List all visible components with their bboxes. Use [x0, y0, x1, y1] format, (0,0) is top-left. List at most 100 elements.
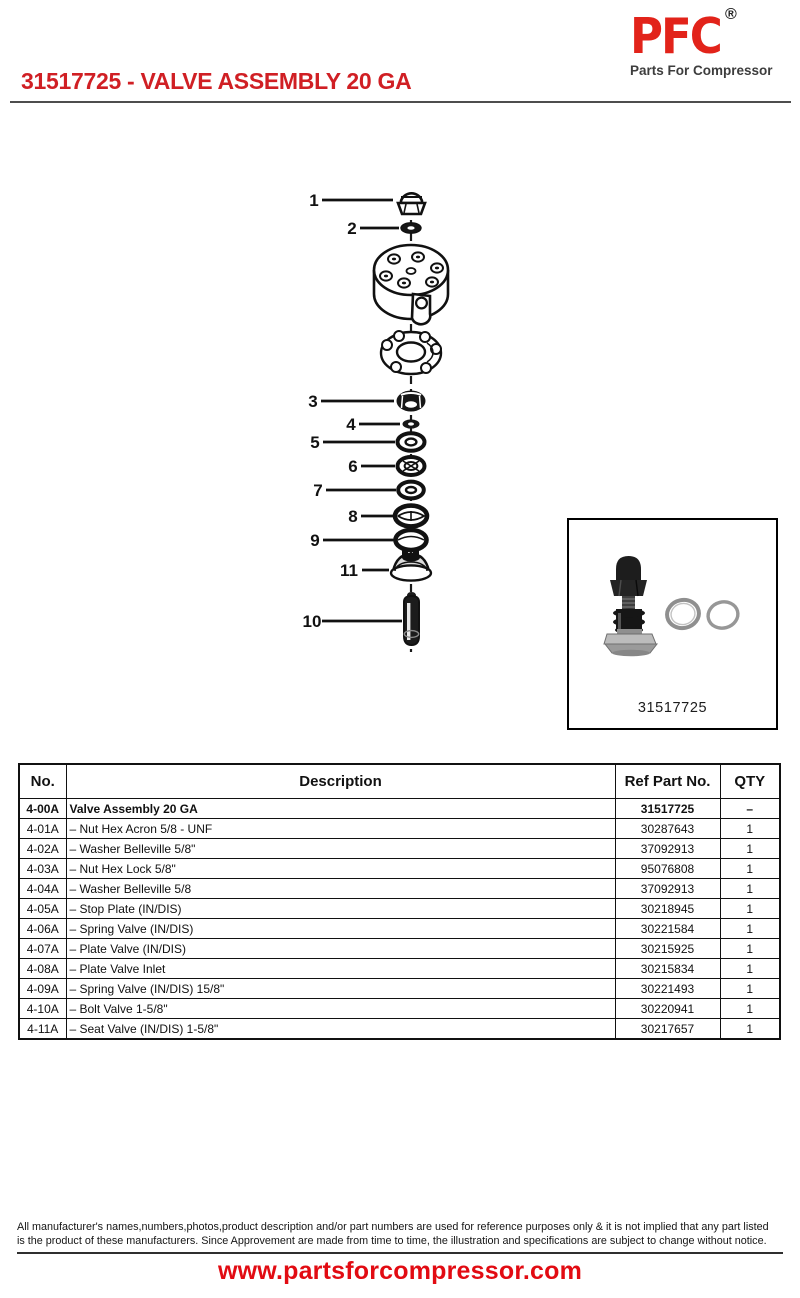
- pfc-logo-text: PFC: [630, 7, 723, 65]
- cell-description: Valve Assembly 20 GA: [65, 798, 616, 819]
- cell-no: 4-08A: [18, 958, 67, 979]
- cell-qty: 1: [719, 998, 781, 1019]
- cell-ref-part-no: 31517725: [614, 798, 721, 819]
- head-bolts: [379, 251, 444, 289]
- callout-9: 9: [310, 531, 319, 550]
- disclaimer-line-2: is the product of these manufacturers. S…: [17, 1234, 767, 1247]
- gasket-rings-photo: [665, 597, 740, 631]
- cell-no: 4-10A: [18, 998, 67, 1019]
- part-flange-plate: [379, 330, 443, 376]
- cell-description: – Nut Hex Acron 5/8 - UNF: [65, 818, 616, 839]
- cell-ref-part-no: 95076808: [614, 858, 721, 879]
- cell-qty: 1: [719, 958, 781, 979]
- pfc-logo: PFC ® Parts For Compressor: [630, 6, 790, 78]
- cell-qty: 1: [719, 838, 781, 859]
- part-valve-head: [372, 243, 450, 326]
- cell-ref-part-no: 30221493: [614, 978, 721, 999]
- disclaimer-text: All manufacturer's names,numbers,photos,…: [17, 1221, 783, 1254]
- cell-qty: 1: [719, 858, 781, 879]
- table-header-row: No. Description Ref Part No. QTY: [18, 763, 781, 799]
- callout-11: 11: [340, 561, 358, 580]
- website-link[interactable]: www.partsforcompressor.com: [217, 1257, 583, 1285]
- callout-8: 8: [348, 507, 357, 526]
- inset-part-number: 31517725: [637, 700, 708, 716]
- cell-qty: –: [719, 798, 781, 819]
- cell-description: – Plate Valve (IN/DIS): [65, 938, 616, 959]
- cell-description: – Seat Valve (IN/DIS) 1-5/8": [65, 1018, 616, 1040]
- product-photo: [603, 556, 740, 657]
- cell-ref-part-no: 37092913: [614, 838, 721, 859]
- cell-qty: 1: [719, 938, 781, 959]
- callout-5: 5: [310, 433, 319, 452]
- cell-ref-part-no: 30218945: [614, 898, 721, 919]
- cell-no: 4-11A: [18, 1018, 67, 1040]
- cell-ref-part-no: 30217657: [614, 1018, 721, 1040]
- callout-lines: [321, 198, 402, 623]
- callout-10: 10: [303, 612, 322, 631]
- part-hex-nut: [396, 390, 426, 412]
- column-header-no: No.: [18, 763, 67, 799]
- cell-description: – Spring Valve (IN/DIS): [65, 918, 616, 939]
- cell-qty: 1: [719, 878, 781, 899]
- callout-6: 6: [348, 457, 357, 476]
- page-title: 31517725 - VALVE ASSEMBLY 20 GA: [21, 68, 412, 94]
- part-washer-small-top: [400, 222, 422, 234]
- callout-7: 7: [313, 481, 322, 500]
- column-header-description: Description: [65, 763, 616, 799]
- table-row: 4-09A– Spring Valve (IN/DIS) 15/8"302214…: [18, 978, 781, 999]
- table-row: 4-11A– Seat Valve (IN/DIS) 1-5/8"3021765…: [18, 1018, 781, 1040]
- cell-no: 4-02A: [18, 838, 67, 859]
- column-header-ref-part-no: Ref Part No.: [614, 763, 721, 799]
- cell-ref-part-no: 37092913: [614, 878, 721, 899]
- cell-qty: 1: [719, 898, 781, 919]
- cell-ref-part-no: 30215834: [614, 958, 721, 979]
- callout-2: 2: [347, 219, 356, 238]
- cell-description: – Plate Valve Inlet: [65, 958, 616, 979]
- part-lock-washer: [395, 455, 427, 477]
- callout-labels: 1 2 3 4 5 6 7 8 9 11 10: [303, 191, 358, 631]
- cell-no: 4-06A: [18, 918, 67, 939]
- cell-ref-part-no: 30287643: [614, 818, 721, 839]
- part-bolt: [403, 592, 420, 647]
- exploded-parts-diagram: 1 2 3 4 5 6 7 8 9 11 10: [303, 191, 450, 652]
- cell-qty: 1: [719, 1018, 781, 1040]
- header-divider: [10, 101, 791, 103]
- cell-qty: 1: [719, 978, 781, 999]
- part-belleville-washer-1: [395, 431, 427, 453]
- part-washer-small: [402, 419, 420, 429]
- callout-3: 3: [308, 392, 317, 411]
- registered-trademark-icon: ®: [724, 6, 737, 23]
- cell-no: 4-07A: [18, 938, 67, 959]
- callout-4: 4: [346, 415, 356, 434]
- cell-no: 4-04A: [18, 878, 67, 899]
- part-acorn-nut: [396, 192, 427, 216]
- part-belleville-washer-2: [396, 479, 426, 501]
- cell-qty: 1: [719, 918, 781, 939]
- cell-description: – Spring Valve (IN/DIS) 15/8": [65, 978, 616, 999]
- part-seat-valve: [389, 549, 433, 582]
- assembled-valve-photo: [603, 556, 659, 657]
- product-photo-inset: 31517725: [567, 518, 778, 730]
- disclaimer-line-1: All manufacturer's names,numbers,photos,…: [17, 1221, 769, 1233]
- part-spring-valve: [393, 527, 429, 553]
- cell-description: – Nut Hex Lock 5/8": [65, 858, 616, 879]
- cell-no: 4-01A: [18, 818, 67, 839]
- column-header-qty: QTY: [719, 763, 781, 799]
- cell-qty: 1: [719, 818, 781, 839]
- pfc-logo-tagline: Parts For Compressor: [630, 63, 773, 78]
- cell-no: 4-09A: [18, 978, 67, 999]
- cell-no: 4-03A: [18, 858, 67, 879]
- cell-no: 4-05A: [18, 898, 67, 919]
